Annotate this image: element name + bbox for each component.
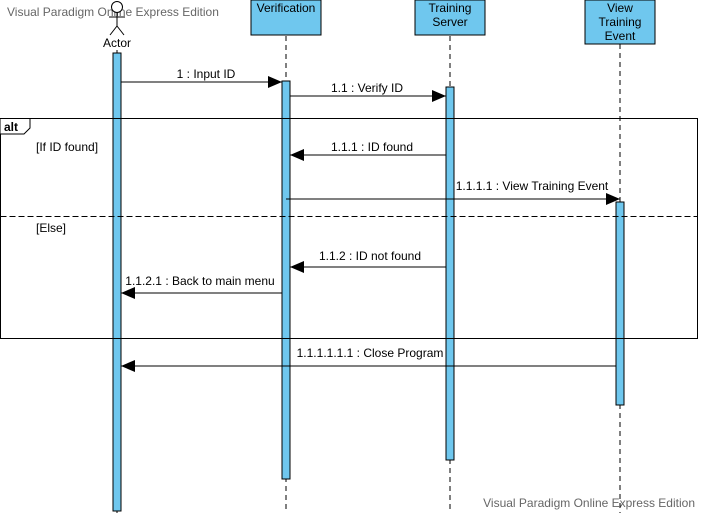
alt-operator-label: alt — [4, 120, 18, 134]
message-back-to-main-menu-label: 1.1.2.1 : Back to main menu — [125, 274, 274, 288]
training-server-label-line-2: Server — [432, 15, 467, 29]
watermark-top: Visual Paradigm Online Express Edition — [7, 5, 219, 19]
view-training-event-label-line-2: Training — [599, 15, 642, 29]
training-server-activation-bar[interactable] — [445, 86, 455, 461]
actor-label: Actor — [103, 36, 131, 50]
message-input-id-label: 1 : Input ID — [177, 67, 236, 81]
message-id-not-found-label: 1.1.2 : ID not found — [319, 249, 421, 263]
guard-if-id-found: [If ID found] — [36, 140, 98, 154]
guard-else: [Else] — [36, 221, 66, 235]
message-id-found-label: 1.1.1 : ID found — [331, 140, 413, 154]
verification-activation-bar[interactable] — [281, 80, 291, 480]
message-view-training-event-label: 1.1.1.1 : View Training Event — [456, 179, 609, 193]
training-server-label-line-1: Training — [429, 1, 472, 15]
alt-fragment[interactable] — [0, 118, 698, 339]
verification-lifeline-head[interactable] — [250, 0, 322, 36]
view-training-event-label-line-1: View — [607, 1, 633, 15]
message-close-program-label: 1.1.1.1.1.1 : Close Program — [297, 346, 444, 360]
message-verify-id-label: 1.1 : Verify ID — [331, 81, 403, 95]
actor-activation-bar[interactable] — [112, 52, 122, 512]
verification-label: Verification — [257, 1, 316, 15]
alt-operator-tag — [0, 118, 31, 135]
view-training-event-lifeline-head[interactable] — [584, 0, 656, 45]
view-training-event-label-line-3: Event — [605, 29, 636, 43]
watermark-bottom: Visual Paradigm Online Express Edition — [483, 496, 695, 510]
training-server-lifeline-head[interactable] — [414, 0, 486, 36]
actor-icon[interactable] — [109, 1, 125, 36]
view-training-event-activation-bar[interactable] — [615, 201, 625, 406]
